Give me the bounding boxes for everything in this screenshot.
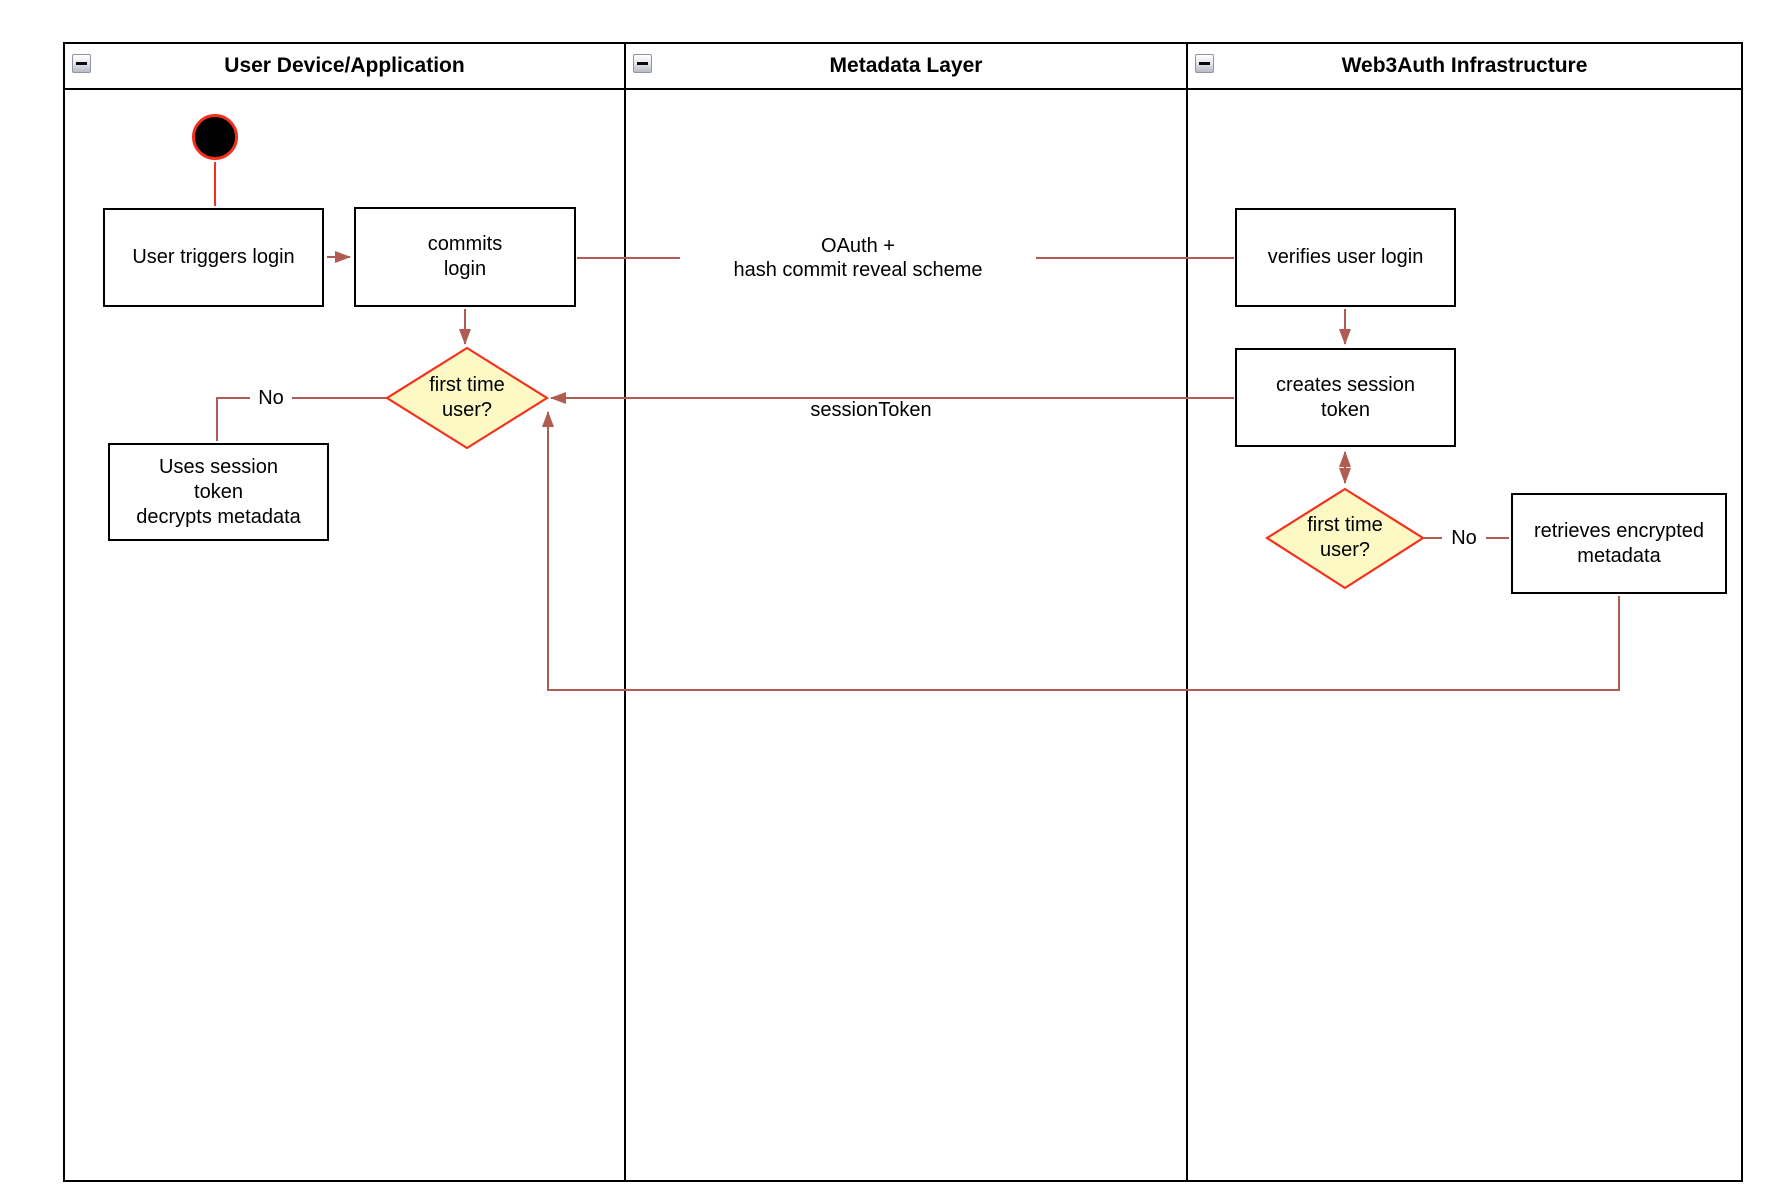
decision-first-time-user-device[interactable] <box>384 346 550 450</box>
collapse-lane-web3auth-icon[interactable] <box>1195 54 1214 73</box>
node-label: User triggers login <box>132 246 295 268</box>
lane-header-web3auth[interactable]: Web3Auth Infrastructure <box>1188 44 1741 88</box>
edge-label-no-infra: No <box>1442 527 1486 549</box>
edge-retrieves-to-first-time-device <box>542 411 1620 691</box>
lane-title-metadata-layer: Metadata Layer <box>829 54 983 77</box>
lane-title-user-device: User Device/Application <box>224 54 465 77</box>
node-user-triggers-login[interactable]: User triggers login <box>103 208 324 307</box>
lane-header-metadata-layer[interactable]: Metadata Layer <box>626 44 1186 88</box>
decision-first-time-user-infra[interactable] <box>1264 487 1426 590</box>
node-creates-session-token[interactable]: creates session token <box>1235 348 1456 447</box>
lane-title-web3auth: Web3Auth Infrastructure <box>1341 54 1588 77</box>
collapse-lane-metadata-layer-icon[interactable] <box>633 54 652 73</box>
minus-icon <box>76 62 87 65</box>
edge-label-oauth: OAuth + hash commit reveal scheme <box>680 234 1036 282</box>
lane-divider-2 <box>1186 44 1188 1180</box>
edge-label-session-token: sessionToken <box>793 399 949 421</box>
node-retrieves-encrypted-metadata[interactable]: retrieves encrypted metadata <box>1511 493 1727 594</box>
decision-label-first-time-user-device: first time user? <box>429 374 505 421</box>
node-uses-session-token[interactable]: Uses session token decrypts metadata <box>108 443 329 541</box>
collapse-lane-user-device-icon[interactable] <box>72 54 91 73</box>
minus-icon <box>637 62 648 65</box>
lane-header-separator <box>65 88 1741 90</box>
swimlane-pool: User Device/Application Metadata Layer W… <box>63 42 1743 1182</box>
node-label: commits login <box>427 233 503 280</box>
node-label: Uses session token decrypts metadata <box>136 455 301 528</box>
node-label: creates session token <box>1276 373 1415 421</box>
node-label: verifies user login <box>1267 246 1424 268</box>
node-label: retrieves encrypted metadata <box>1533 519 1705 567</box>
decision-label-first-time-user-infra: first time user? <box>1307 514 1383 561</box>
node-commits-login[interactable]: commits login <box>354 207 576 307</box>
start-node[interactable] <box>192 114 238 160</box>
edge-label-no-device: No <box>250 388 292 409</box>
edge-no-device <box>216 397 388 441</box>
node-verifies-user-login[interactable]: verifies user login <box>1235 208 1456 307</box>
lane-header-user-device[interactable]: User Device/Application <box>65 44 624 88</box>
lane-divider-1 <box>624 44 626 1180</box>
minus-icon <box>1199 62 1210 65</box>
